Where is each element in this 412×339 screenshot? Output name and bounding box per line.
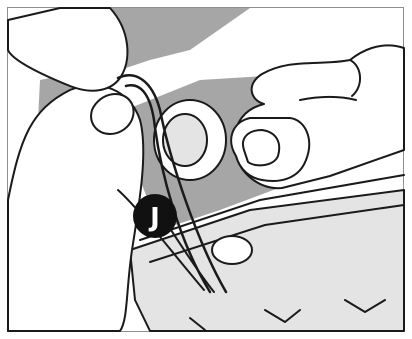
buckle-cap-inner [163,114,207,166]
callout-badge: J [133,194,177,238]
callout-label: J [148,203,160,233]
right-thumbnail [243,130,279,165]
buckle-roll [212,236,252,264]
